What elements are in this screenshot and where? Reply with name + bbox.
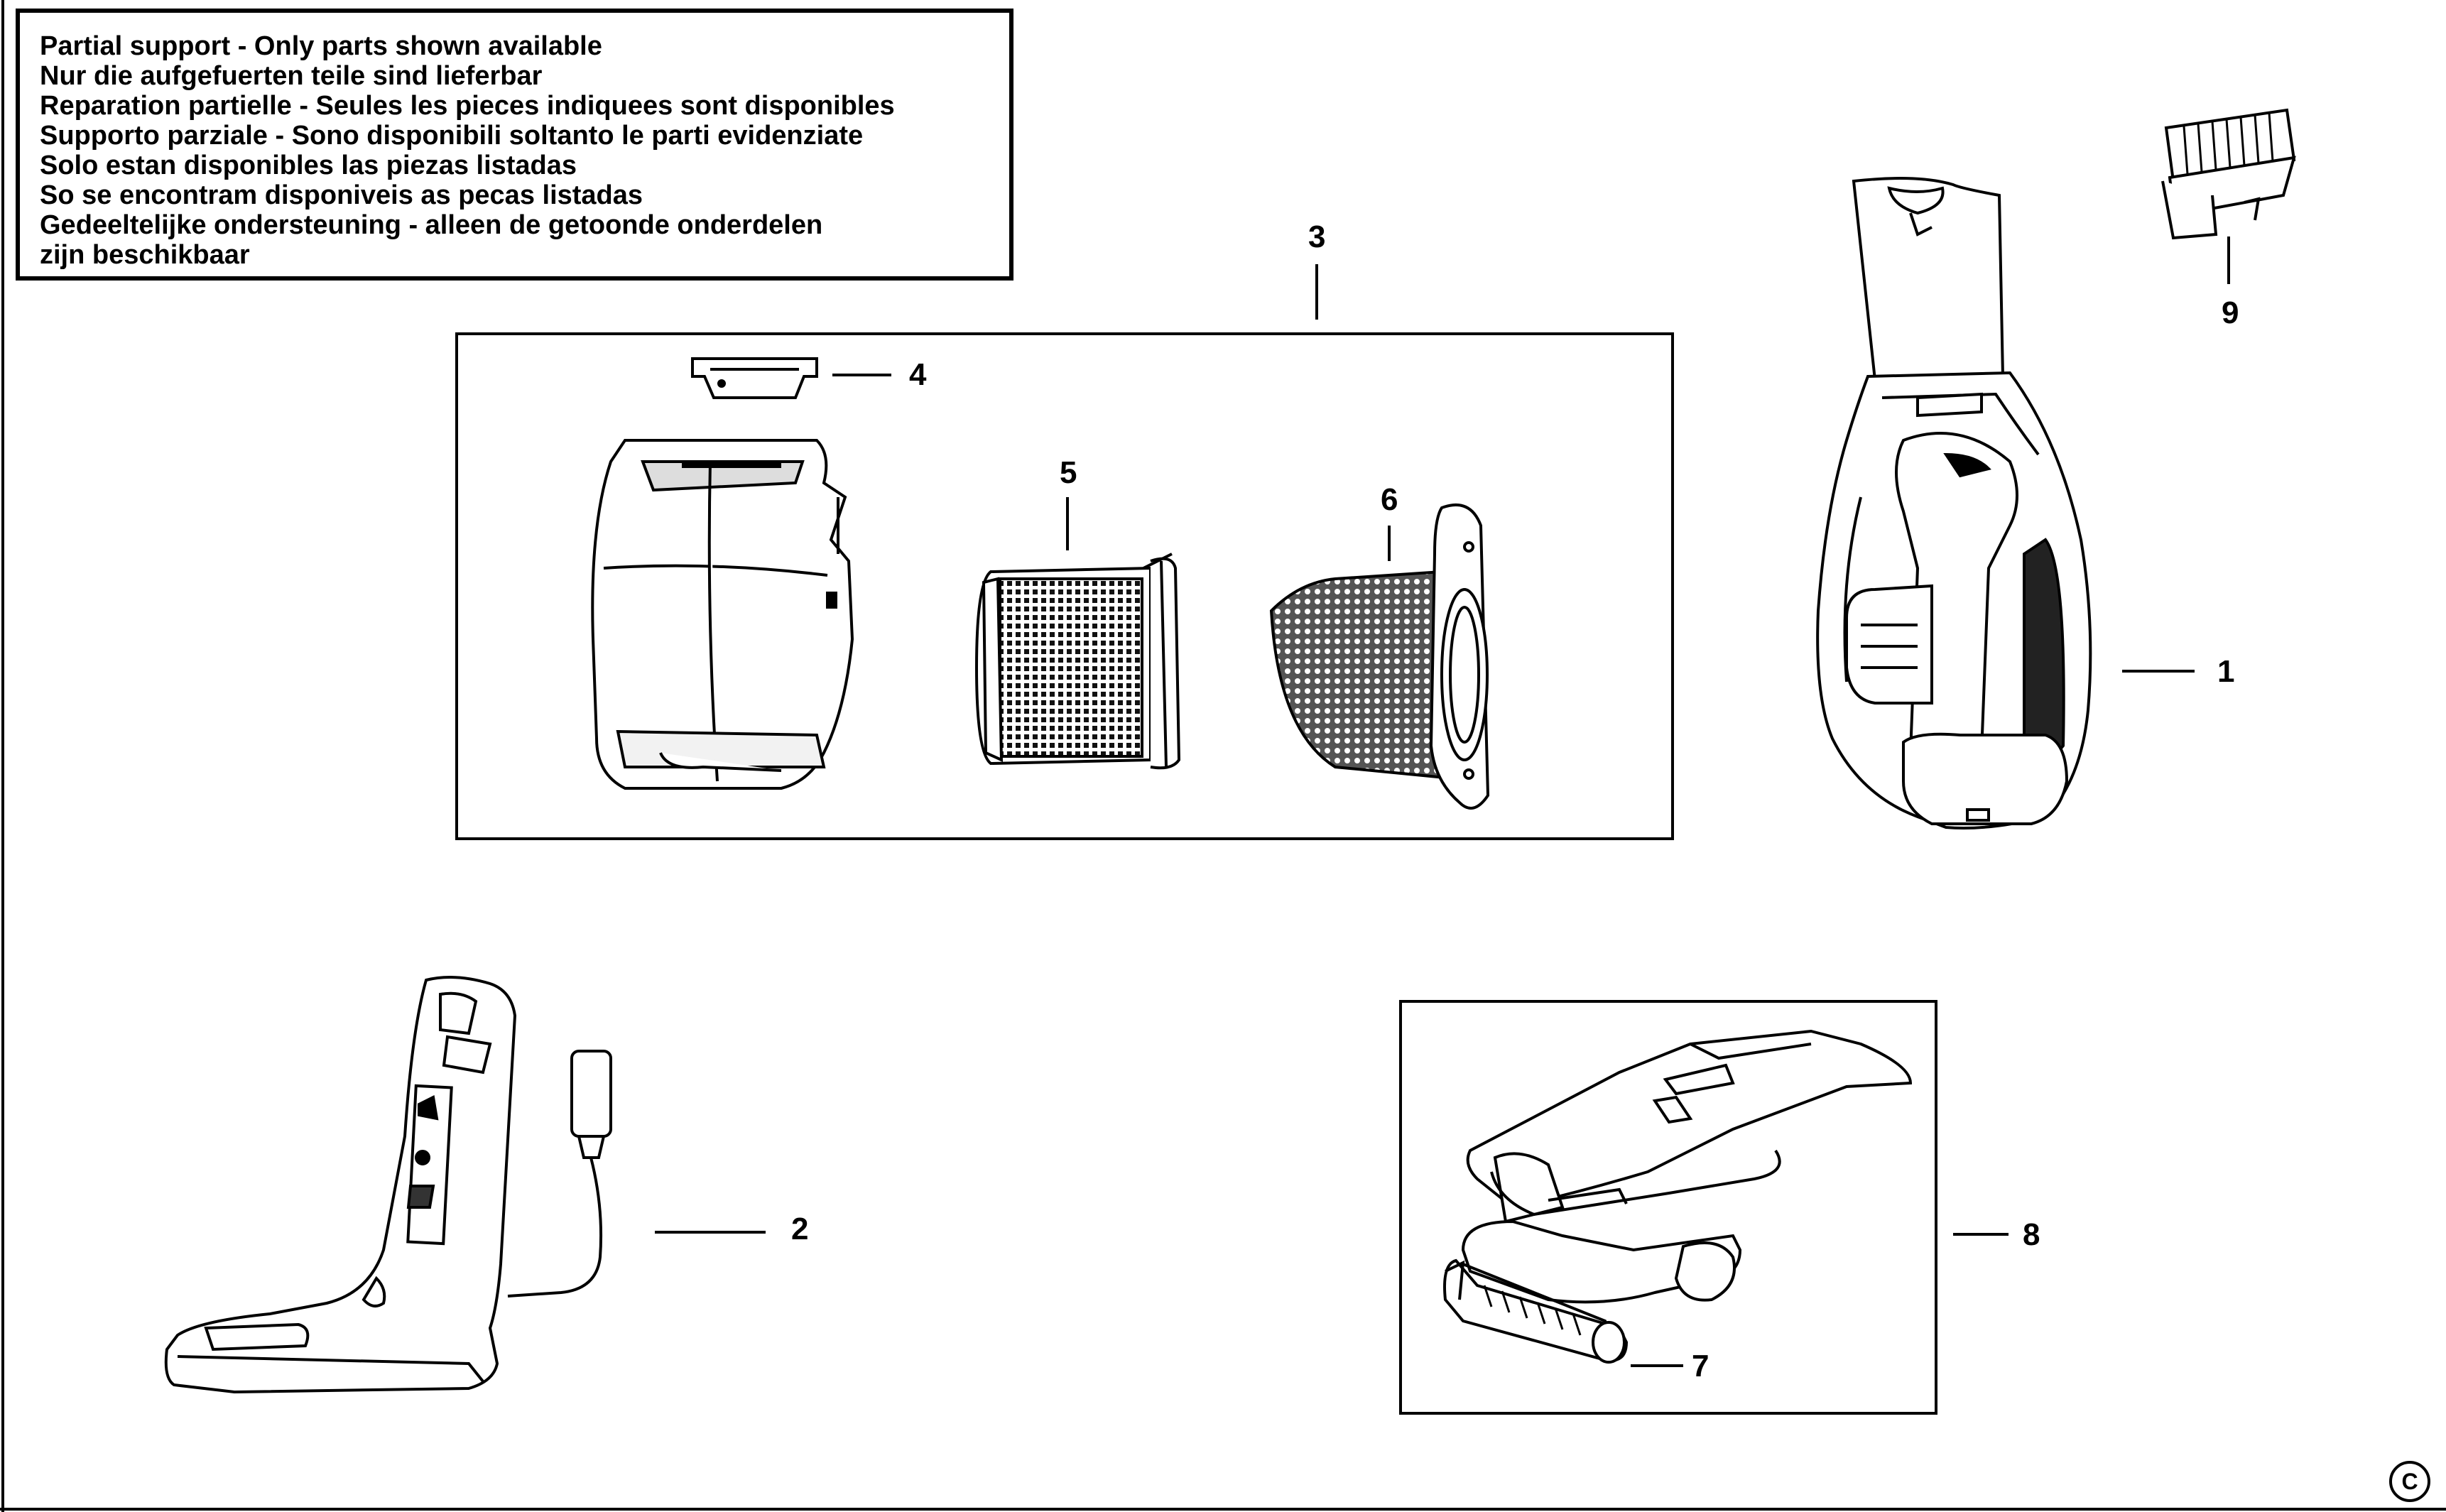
filter-clip-part [691,357,818,399]
notice-line: Gedeeltelijke ondersteuning - alleen de … [40,210,823,240]
callout-1: 1 [2217,654,2234,689]
group-box-8 [1399,1000,1937,1415]
charging-base-part [164,976,612,1394]
callout-7: 7 [1692,1349,1709,1383]
crevice-brush-part [2161,108,2296,240]
notice-line: zijn beschikbaar [40,240,250,270]
brush-roll-part [1443,1258,1629,1364]
copyright-symbol: C [2389,1461,2430,1502]
turbo-head-part [1461,1029,1913,1304]
callout-8: 8 [2023,1217,2040,1252]
callout-5: 5 [1060,455,1077,490]
notice-line: Solo estan disponibles las piezas listad… [40,151,577,180]
filter-frame-part [1269,504,1490,810]
callout-2: 2 [791,1212,808,1246]
availability-notice: Partial support - Only parts shown avail… [16,9,1013,281]
callout-3: 3 [1308,219,1325,254]
callout-9: 9 [2222,295,2239,330]
notice-line: Partial support - Only parts shown avail… [40,31,602,61]
notice-line: Nur die aufgefuerten teile sind lieferba… [40,61,543,91]
notice-line: Supporto parziale - Sono disponibili sol… [40,121,864,151]
callout-6: 6 [1381,482,1398,517]
vacuum-body-part [1816,177,2092,830]
callout-4: 4 [909,357,927,392]
pleated-filter-part [974,553,1181,770]
notice-line: So se encontram disponiveis as pecas lis… [40,180,643,210]
notice-line: Reparation partielle - Seules les pieces… [40,91,895,121]
dust-bowl-part [591,439,854,790]
group-box-3 [455,332,1674,840]
power-cord [507,1157,603,1298]
